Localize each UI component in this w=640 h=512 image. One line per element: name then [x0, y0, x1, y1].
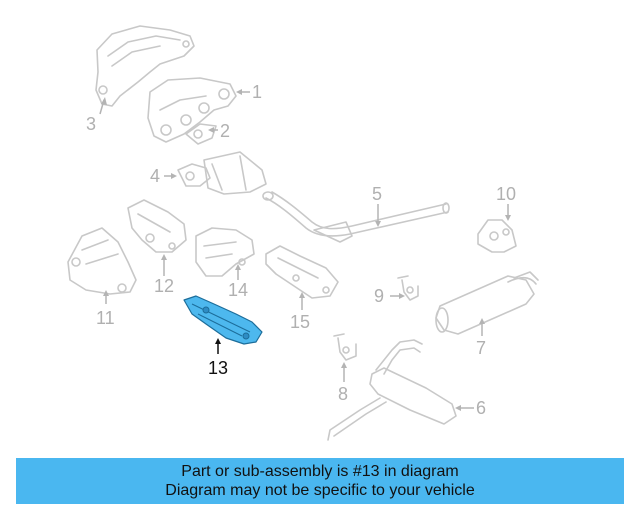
part-9-hanger	[397, 275, 419, 301]
part-14-heat-shield	[195, 227, 255, 277]
callout-6: 6	[476, 398, 486, 418]
callout-3: 3	[86, 114, 96, 134]
part-2-gasket	[185, 123, 217, 145]
callout-2: 2	[220, 121, 230, 141]
callout-7: 7	[476, 338, 486, 358]
part-13-heat-shield-highlighted	[183, 295, 263, 345]
part-4-catalytic-converter	[177, 151, 267, 195]
parts-diagram: 1 2 3 4 5 6 7 8 9 10 11 12 13 14 15	[67, 25, 539, 441]
banner-line-disclaimer: Diagram may not be specific to your vehi…	[165, 482, 475, 499]
callout-9: 9	[374, 286, 384, 306]
part-12-heat-shield	[127, 199, 187, 253]
callout-10: 10	[496, 184, 516, 204]
callout-14: 14	[228, 280, 248, 300]
part-6-center-muffler	[327, 339, 457, 441]
info-banner: Part or sub-assembly is #13 in diagram D…	[16, 458, 624, 504]
part-10-bracket	[477, 219, 517, 253]
callout-1: 1	[252, 82, 262, 102]
callout-8: 8	[338, 384, 348, 404]
leader-lines	[99, 89, 511, 411]
callout-13: 13	[208, 358, 228, 378]
part-7-rear-muffler	[435, 271, 539, 335]
callout-15: 15	[290, 312, 310, 332]
callout-4: 4	[150, 166, 160, 186]
part-8-hanger	[333, 333, 357, 361]
callout-12: 12	[154, 276, 174, 296]
part-3-manifold-heat-shield	[95, 25, 195, 107]
part-1-exhaust-manifold	[147, 77, 237, 143]
part-11-heat-shield	[67, 227, 137, 295]
part-5-front-pipe	[262, 191, 450, 243]
callout-11: 11	[96, 308, 115, 328]
banner-line-part-number: Part or sub-assembly is #13 in diagram	[181, 463, 459, 480]
callout-labels: 1 2 3 4 5 6 7 8 9 10 11 12 13 14 15	[86, 82, 516, 418]
part-15-heat-shield	[265, 245, 339, 299]
callout-5: 5	[372, 184, 382, 204]
